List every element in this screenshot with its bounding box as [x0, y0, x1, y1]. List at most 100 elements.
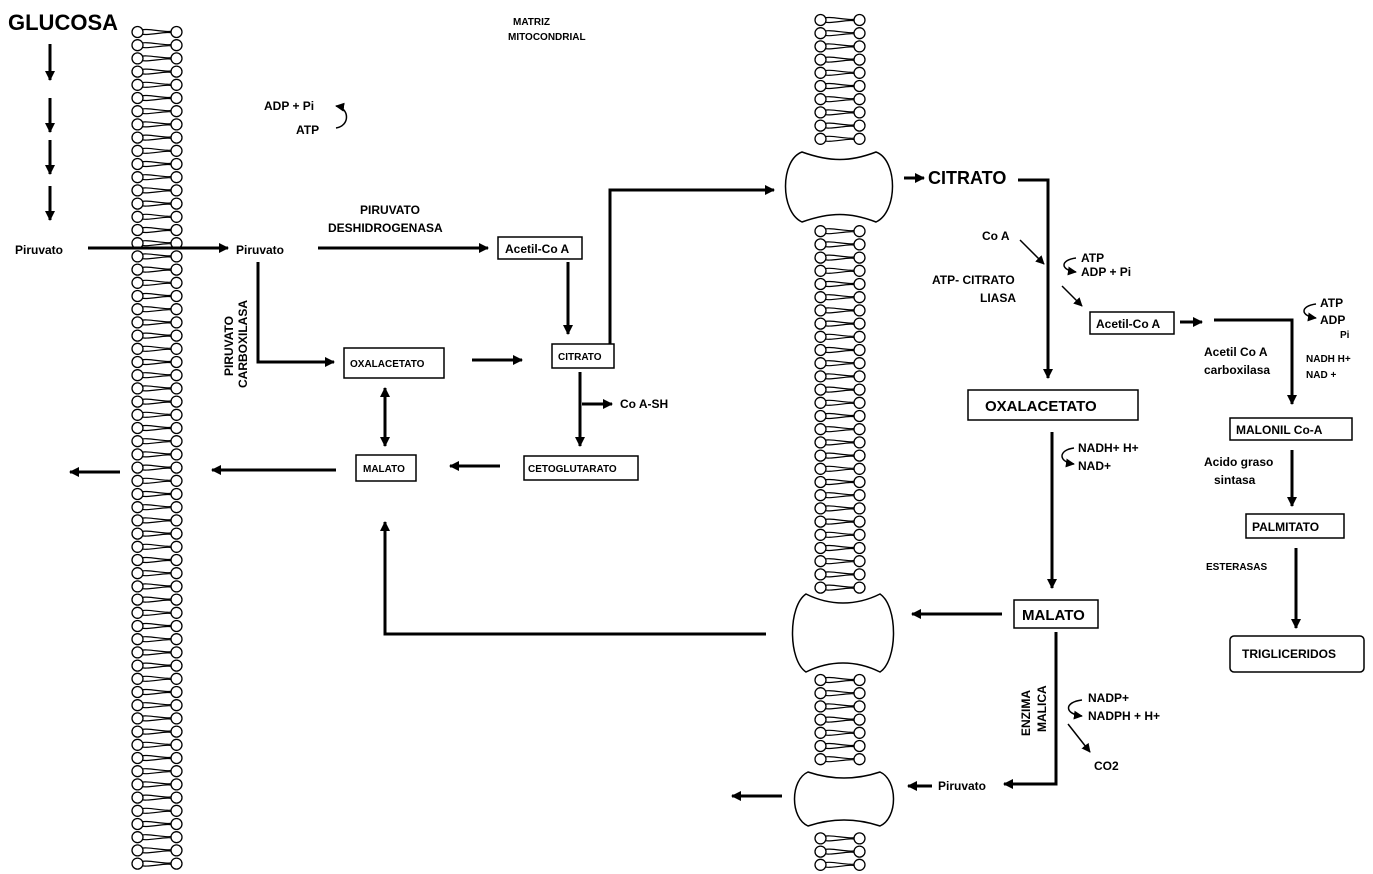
fas-label-2: sintasa — [1214, 473, 1256, 487]
lipid-head — [171, 330, 182, 341]
lipid-head — [815, 503, 826, 514]
lipid-head — [171, 568, 182, 579]
lipid-head — [854, 41, 865, 52]
piruvato-cytosol-label: Piruvato — [15, 243, 63, 257]
lipid-head — [132, 528, 143, 539]
lipid-head — [854, 279, 865, 290]
lipid-head — [132, 53, 143, 64]
lipid-head — [132, 832, 143, 843]
atp-adp-cycle-3 — [1304, 304, 1316, 318]
lipid-head — [815, 384, 826, 395]
lipid-head — [132, 581, 143, 592]
lipid-head — [854, 701, 865, 712]
citrate-transporter — [786, 152, 893, 222]
lipid-head — [171, 264, 182, 275]
lipid-head — [815, 846, 826, 857]
lipid-head — [815, 450, 826, 461]
atp-cycle-arrow — [336, 106, 347, 128]
lipid-head — [854, 490, 865, 501]
citrato-matrix-label: CITRATO — [558, 352, 602, 363]
lipid-head — [132, 858, 143, 869]
lipid-head — [854, 714, 865, 725]
lipid-head — [132, 159, 143, 170]
coa-label: Co A — [982, 229, 1010, 243]
palmitato-label: PALMITATO — [1252, 520, 1319, 534]
acc-arrow — [1214, 320, 1292, 404]
citrate-lyase-arrow — [1018, 180, 1048, 378]
lipid-head — [132, 475, 143, 486]
lipid-head — [171, 739, 182, 750]
citrate-export-arrow — [610, 190, 774, 344]
lipid-head — [815, 727, 826, 738]
malato-cytosol-label: MALATO — [1022, 607, 1085, 624]
lipid-head — [171, 277, 182, 288]
acc-label-1: Acetil Co A — [1204, 345, 1268, 359]
adp-3-label: ADP — [1320, 313, 1345, 327]
lipid-head — [815, 226, 826, 237]
lipid-head — [854, 239, 865, 250]
lipid-head — [854, 503, 865, 514]
lipid-head — [171, 766, 182, 777]
lipid-head — [171, 251, 182, 262]
lipid-head — [854, 450, 865, 461]
lipid-head — [132, 647, 143, 658]
lipid-head — [815, 437, 826, 448]
lipid-head — [815, 516, 826, 527]
adp-pi-2-label: ADP + Pi — [1081, 265, 1131, 279]
lipid-head — [171, 145, 182, 156]
lipid-head — [854, 543, 865, 554]
lipid-head — [171, 462, 182, 473]
lipid-head — [132, 541, 143, 552]
lipid-head — [171, 449, 182, 460]
lipid-head — [171, 673, 182, 684]
lipid-head — [815, 292, 826, 303]
lipid-head — [132, 185, 143, 196]
acc-label-2: carboxilasa — [1204, 363, 1270, 377]
malato-return-arrow — [385, 522, 766, 634]
malonil-label: MALONIL Co-A — [1236, 423, 1323, 437]
lipid-head — [132, 423, 143, 434]
lipid-head — [815, 371, 826, 382]
fas-label-1: Acido graso — [1204, 455, 1273, 469]
lipid-head — [171, 792, 182, 803]
lipid-head — [854, 120, 865, 131]
lipid-head — [815, 41, 826, 52]
lipid-head — [815, 754, 826, 765]
lipid-head — [132, 396, 143, 407]
lipid-head — [815, 556, 826, 567]
acetil-coa-matrix-label: Acetil-Co A — [505, 242, 570, 256]
lipid-head — [132, 145, 143, 156]
pi-3-label: Pi — [1340, 330, 1350, 341]
lipid-head — [854, 28, 865, 39]
nadp-label: NADP+ — [1088, 691, 1129, 705]
lipid-head — [171, 634, 182, 645]
lipid-head — [815, 345, 826, 356]
co2-label: CO2 — [1094, 759, 1119, 773]
lipid-head — [854, 15, 865, 26]
nadp-cycle — [1069, 700, 1083, 716]
lipid-head — [854, 226, 865, 237]
lipid-head — [132, 700, 143, 711]
mitocondrial-label: MITOCONDRIAL — [508, 32, 586, 43]
cetoglutarato-label: CETOGLUTARATO — [528, 464, 617, 475]
lipid-head — [815, 701, 826, 712]
lipid-head — [132, 66, 143, 77]
lipid-head — [171, 185, 182, 196]
lipid-head — [132, 621, 143, 632]
lipid-head — [171, 700, 182, 711]
pdh-label-2: DESHIDROGENASA — [328, 221, 443, 235]
lipid-head — [171, 79, 182, 90]
lipid-head — [815, 81, 826, 92]
lipid-head — [132, 766, 143, 777]
lipid-head — [815, 859, 826, 870]
oxalacetato-cytosol-label: OXALACETATO — [985, 398, 1097, 415]
me-label-2: MALICA — [1035, 685, 1049, 732]
lipid-head — [854, 384, 865, 395]
lipid-head — [815, 239, 826, 250]
lipid-head — [132, 594, 143, 605]
lipid-head — [132, 370, 143, 381]
adp-pi-label: ADP + Pi — [264, 99, 314, 113]
lipid-head — [171, 409, 182, 420]
coa-in-arrow — [1020, 240, 1044, 264]
lipid-head — [132, 462, 143, 473]
